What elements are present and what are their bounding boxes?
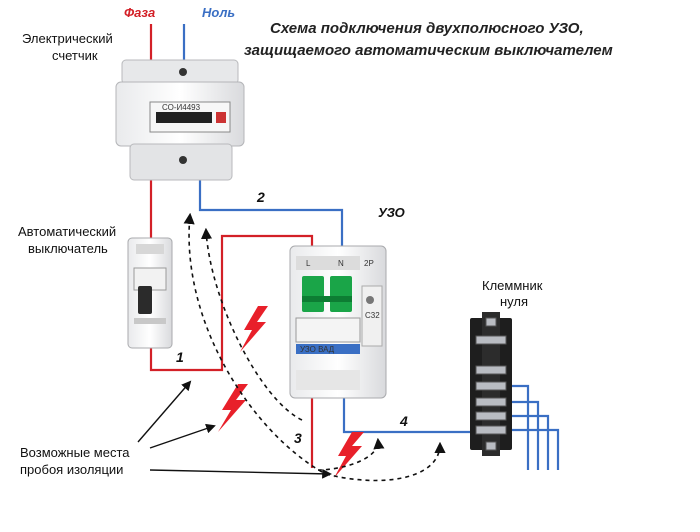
rcd-label: УЗО (378, 205, 405, 220)
dashed-arrows (183, 212, 446, 482)
faults-label-line-2: пробоя изоляции (20, 462, 123, 477)
title-line-2: защищаемого автоматическим выключателем (244, 42, 613, 59)
breaker-label-line-1: Автоматический (18, 224, 116, 239)
rcd-brand: УЗО ВАД (300, 345, 335, 354)
title-line-1: Схема подключения двухполюсного УЗО, (270, 20, 584, 37)
neutral-wire-4 (342, 398, 472, 434)
wire-number-2: 2 (256, 189, 265, 205)
neutral-wire-2 (198, 180, 344, 252)
neutral-terminal-block (470, 312, 512, 456)
lightning-icon (334, 432, 364, 478)
phase-label: Фаза (124, 5, 155, 20)
rcd-terminal-n: N (338, 259, 344, 268)
wire-number-4: 4 (399, 413, 408, 429)
faults-label-line-1: Возможные места (20, 445, 130, 460)
svg-text:СО-И4493: СО-И4493 (162, 103, 201, 112)
electric-meter: СО-И4493 (115, 59, 245, 181)
lightning-icon (240, 306, 268, 352)
rcd-device: УЗО ВАД C32 L N 2P (289, 245, 387, 399)
meter-label-line-2: счетчик (52, 48, 98, 63)
rcd-terminal-l: L (306, 259, 311, 268)
neutral-wires (182, 24, 560, 470)
fault-pointer-arrows (137, 380, 332, 479)
wire-number-1: 1 (176, 349, 184, 365)
terminal-label-line-2: нуля (500, 294, 528, 309)
meter-label-line-1: Электрический (22, 31, 113, 46)
terminal-label-line-1: Клеммник (482, 278, 543, 293)
lightning-icon (218, 384, 248, 432)
rcd-terminal-2p: 2P (364, 259, 374, 268)
circuit-breaker (127, 237, 173, 349)
breaker-label-line-2: выключатель (28, 241, 108, 256)
neutral-label: Ноль (202, 5, 235, 20)
rcd-rating: C32 (365, 311, 380, 320)
wire-number-3: 3 (294, 430, 302, 446)
